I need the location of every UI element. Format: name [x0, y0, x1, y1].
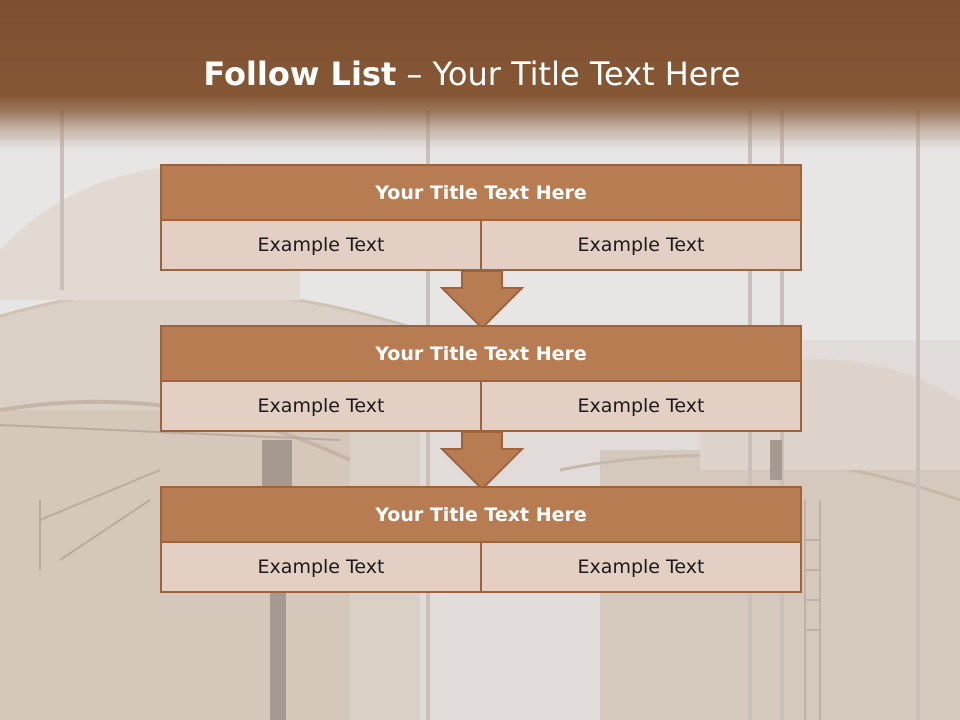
block-cell-right: Example Text — [480, 382, 800, 430]
flow-block-3: Your Title Text Here Example Text Exampl… — [160, 486, 802, 593]
block-row: Example Text Example Text — [162, 221, 800, 269]
down-arrow-icon — [440, 431, 524, 491]
block-cell-right: Example Text — [480, 543, 800, 591]
page-title-bold: Follow List — [203, 55, 397, 93]
block-title: Your Title Text Here — [162, 166, 800, 221]
flow-block-1: Your Title Text Here Example Text Exampl… — [160, 164, 802, 271]
block-cell-left: Example Text — [162, 221, 480, 269]
page-title: Follow List – Your Title Text Here — [0, 52, 944, 96]
block-cell-left: Example Text — [162, 543, 480, 591]
block-row: Example Text Example Text — [162, 543, 800, 591]
block-row: Example Text Example Text — [162, 382, 800, 430]
flow-block-2: Your Title Text Here Example Text Exampl… — [160, 325, 802, 432]
title-band — [0, 0, 960, 150]
down-arrow-icon — [440, 270, 524, 330]
block-title: Your Title Text Here — [162, 488, 800, 543]
block-cell-right: Example Text — [480, 221, 800, 269]
block-cell-left: Example Text — [162, 382, 480, 430]
page-title-rest: – Your Title Text Here — [396, 55, 741, 93]
block-title: Your Title Text Here — [162, 327, 800, 382]
